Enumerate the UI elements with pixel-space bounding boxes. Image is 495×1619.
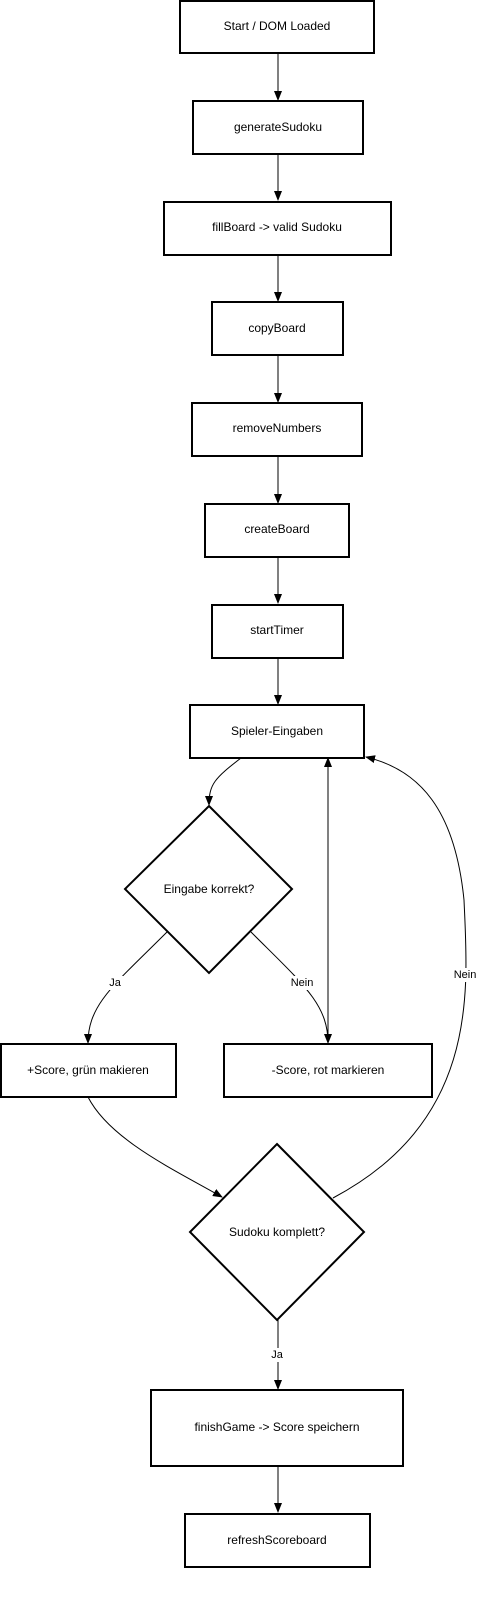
- node-input-correct: Eingabe korrekt?: [123, 804, 294, 975]
- node-fill-board: fillBoard -> valid Sudoku: [163, 201, 392, 256]
- node-label: finishGame -> Score speichern: [194, 1420, 359, 1434]
- node-label: generateSudoku: [234, 120, 322, 134]
- node-score-plus: +Score, grün makieren: [0, 1043, 177, 1098]
- edge-complete-no-to-input: [332, 755, 467, 1199]
- node-label: copyBoard: [248, 321, 305, 335]
- node-start-timer: startTimer: [211, 604, 344, 659]
- node-refresh-scoreboard: refreshScoreboard: [184, 1513, 371, 1568]
- node-generate-sudoku: generateSudoku: [192, 100, 364, 155]
- edge-labels: Ja Nein Nein Ja: [106, 968, 479, 1362]
- edge-plus-to-complete: [87, 1096, 223, 1198]
- node-score-minus: -Score, rot markieren: [223, 1043, 433, 1098]
- edge-input-to-correct: [205, 757, 242, 806]
- node-label: +Score, grün makieren: [27, 1063, 149, 1077]
- edge-label-correct-yes: Ja: [109, 977, 122, 989]
- edge-correct-yes-to-plus: [84, 931, 168, 1044]
- node-label: createBoard: [244, 522, 309, 536]
- node-finish-game: finishGame -> Score speichern: [150, 1389, 404, 1467]
- node-player-input: Spieler-Eingaben: [189, 704, 365, 759]
- node-label: fillBoard -> valid Sudoku: [212, 220, 342, 234]
- node-label: Sudoku komplett?: [229, 1225, 325, 1239]
- node-sudoku-complete: Sudoku komplett?: [188, 1142, 366, 1322]
- node-create-board: createBoard: [204, 503, 350, 558]
- edge-label-complete-no: Nein: [454, 969, 477, 981]
- edge-label-complete-yes: Ja: [271, 1349, 284, 1361]
- edge-label-correct-no: Nein: [291, 977, 314, 989]
- node-label: refreshScoreboard: [227, 1533, 326, 1547]
- node-label: -Score, rot markieren: [272, 1063, 385, 1077]
- node-remove-numbers: removeNumbers: [191, 402, 363, 457]
- node-label: startTimer: [250, 623, 304, 637]
- node-label: Start / DOM Loaded: [224, 19, 331, 33]
- node-start: Start / DOM Loaded: [179, 0, 375, 54]
- node-copy-board: copyBoard: [211, 301, 344, 356]
- node-label: Spieler-Eingaben: [231, 724, 323, 738]
- node-label: removeNumbers: [233, 421, 322, 435]
- edge-correct-no-to-minus: [250, 931, 332, 1044]
- node-label: Eingabe korrekt?: [164, 882, 255, 896]
